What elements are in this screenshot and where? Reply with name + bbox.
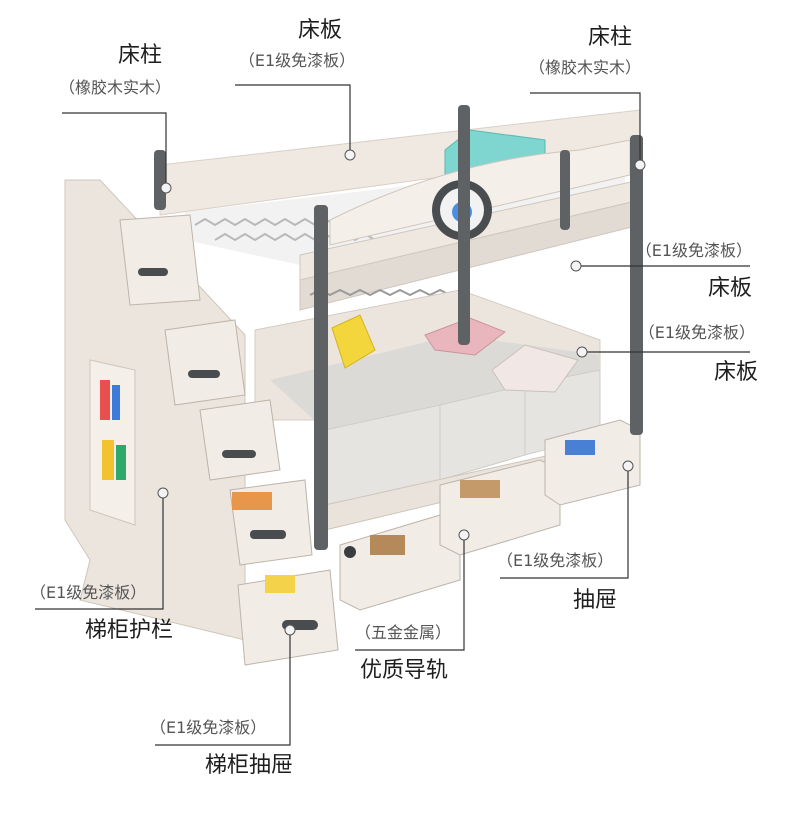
leader-left-post — [62, 112, 167, 188]
post-center-back — [458, 105, 470, 345]
drawer-title: 抽屉 — [573, 588, 618, 613]
left-post-title: 床柱 — [117, 43, 163, 68]
post-front-right — [630, 135, 643, 435]
stair-step-1 — [119, 214, 201, 306]
post-mid — [560, 150, 570, 230]
leader-lines — [35, 84, 750, 746]
leader-right-post — [530, 92, 641, 165]
upper-board-sub: （E1级免漆板） — [635, 241, 752, 260]
post-left-back — [154, 150, 166, 210]
upper-mattress-pattern — [194, 217, 356, 227]
top-board-title: 床板 — [297, 18, 343, 43]
animal-pillow — [491, 344, 579, 393]
leader-drawer — [500, 466, 629, 579]
stair-step-3 — [199, 399, 281, 481]
stair-drawer-bottom — [237, 569, 339, 666]
leader-top-board — [235, 84, 351, 155]
rail-sub: （五金金属） — [355, 623, 452, 642]
stair-rail-sub: （E1级免漆板） — [30, 583, 147, 602]
post-front-left — [314, 205, 328, 550]
leader-stair-drawer — [155, 630, 291, 746]
leader-dots — [157, 149, 646, 636]
top-board-sub: （E1级免漆板） — [238, 51, 356, 70]
stair-step-4 — [229, 479, 313, 566]
upper-board-title: 床板 — [707, 276, 752, 301]
right-post-sub: （橡胶木实木） — [528, 58, 642, 77]
rail-title: 优质导轨 — [360, 658, 449, 683]
yellow-pillow — [331, 314, 376, 369]
stair-drawer-title: 梯柜抽屉 — [205, 753, 294, 778]
drawer-sub: （E1级免漆板） — [497, 551, 614, 570]
lower-board-title: 床板 — [713, 360, 758, 385]
stair-rail-title: 梯柜护栏 — [85, 618, 174, 643]
right-post-title: 床柱 — [587, 25, 633, 50]
under-drawer-2 — [439, 459, 561, 556]
stair-step-2 — [164, 319, 246, 406]
leader-stair-rail — [35, 493, 164, 610]
leader-rail — [355, 535, 465, 651]
under-drawer-3 — [544, 419, 641, 506]
stair-cabinet-side — [64, 179, 246, 641]
lower-board-sub: （E1级免漆板） — [638, 323, 755, 342]
left-post-sub: （橡胶木实木） — [58, 78, 172, 97]
stair-drawer-sub: （E1级免漆板） — [150, 718, 267, 737]
